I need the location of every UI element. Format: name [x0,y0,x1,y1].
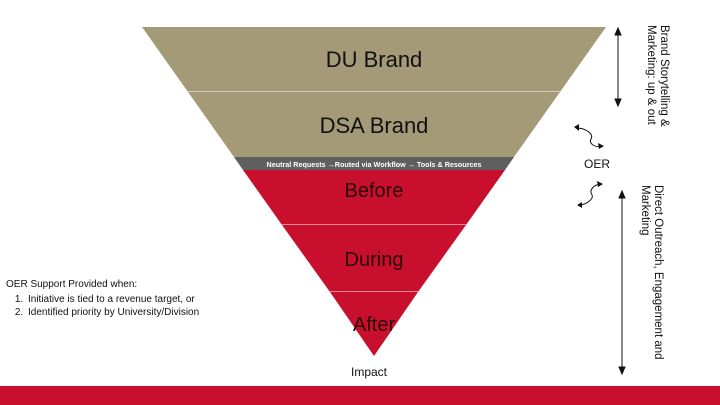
funnel-layer-before [243,170,505,225]
support-list: Initiative is tied to a revenue target, … [6,293,246,319]
funnel-layer-during [282,225,466,292]
double-arrow-top [614,26,622,108]
bottom-accent-bar [0,386,720,405]
funnel-layer-du-brand [142,27,606,92]
layer-label-du-brand: DU Brand [326,47,423,72]
curved-arrow-lower [577,181,603,208]
brand-storytelling-note: Brand Storytelling & Marketing: up & out [645,25,670,127]
funnel-layer-after [330,292,418,356]
oer-label: OER [584,157,611,171]
layer-label-dsa-brand: DSA Brand [320,113,429,138]
layer-label-neutral-requests: Neutral Requests →Routed via Workflow → … [267,160,482,169]
oer-support-note: OER Support Provided when: Initiative is… [6,278,246,319]
support-heading: OER Support Provided when: [6,279,138,290]
layer-label-during: During [345,249,404,271]
direct-outreach-note: Direct Outreach, Engagement and Marketin… [639,185,664,360]
double-arrow-bottom [618,189,626,376]
funnel-layer-neutral-requests [234,157,514,170]
layer-label-before: Before [345,180,404,202]
layer-label-after: After [353,314,396,336]
curved-arrow-upper [574,124,604,149]
impact-label: Impact [351,365,388,379]
support-item: Identified priority by University/Divisi… [26,306,246,319]
funnel-layer-dsa-brand [188,92,560,157]
support-item: Initiative is tied to a revenue target, … [26,293,246,306]
